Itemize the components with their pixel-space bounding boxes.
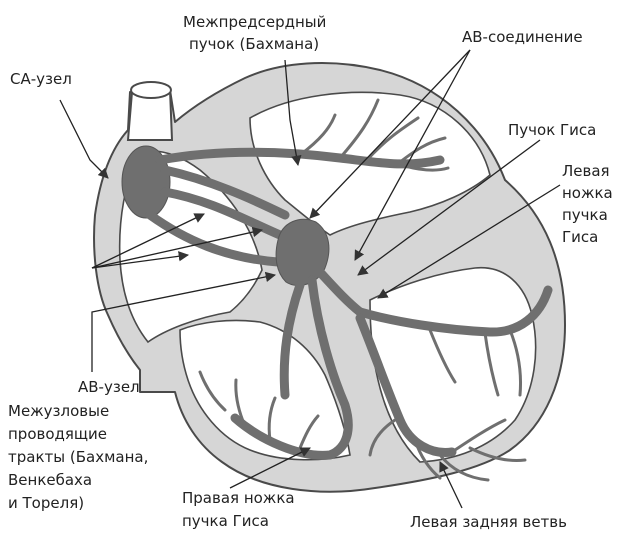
label-right-branch-line2: пучка Гиса xyxy=(182,512,269,530)
label-left-branch-line4: Гиса xyxy=(562,228,598,246)
label-right-branch-line1: Правая ножка xyxy=(182,489,295,507)
label-internodal-line3: тракты (Бахмана, xyxy=(8,448,148,466)
label-internodal-line4: Венкебаха xyxy=(8,471,92,489)
label-internodal-line2: проводящие xyxy=(8,425,107,443)
label-av-node: АВ-узел xyxy=(78,378,140,396)
label-internodal-line5: и Тореля) xyxy=(8,494,84,512)
label-left-branch-line2: ножка xyxy=(562,184,613,202)
label-left-posterior-branch: Левая задняя ветвь xyxy=(410,513,567,531)
label-bachmann-line1: Межпредсердный xyxy=(183,13,326,31)
label-left-branch-line3: пучка xyxy=(562,206,608,224)
label-av-junction: АВ-соединение xyxy=(462,28,583,46)
label-sa-node: СА-узел xyxy=(10,70,72,88)
label-internodal-line1: Межузловые xyxy=(8,402,109,420)
label-bachmann-line2: пучок (Бахмана) xyxy=(189,35,319,53)
label-left-branch-line1: Левая xyxy=(562,162,610,180)
label-his-bundle: Пучок Гиса xyxy=(508,121,596,139)
